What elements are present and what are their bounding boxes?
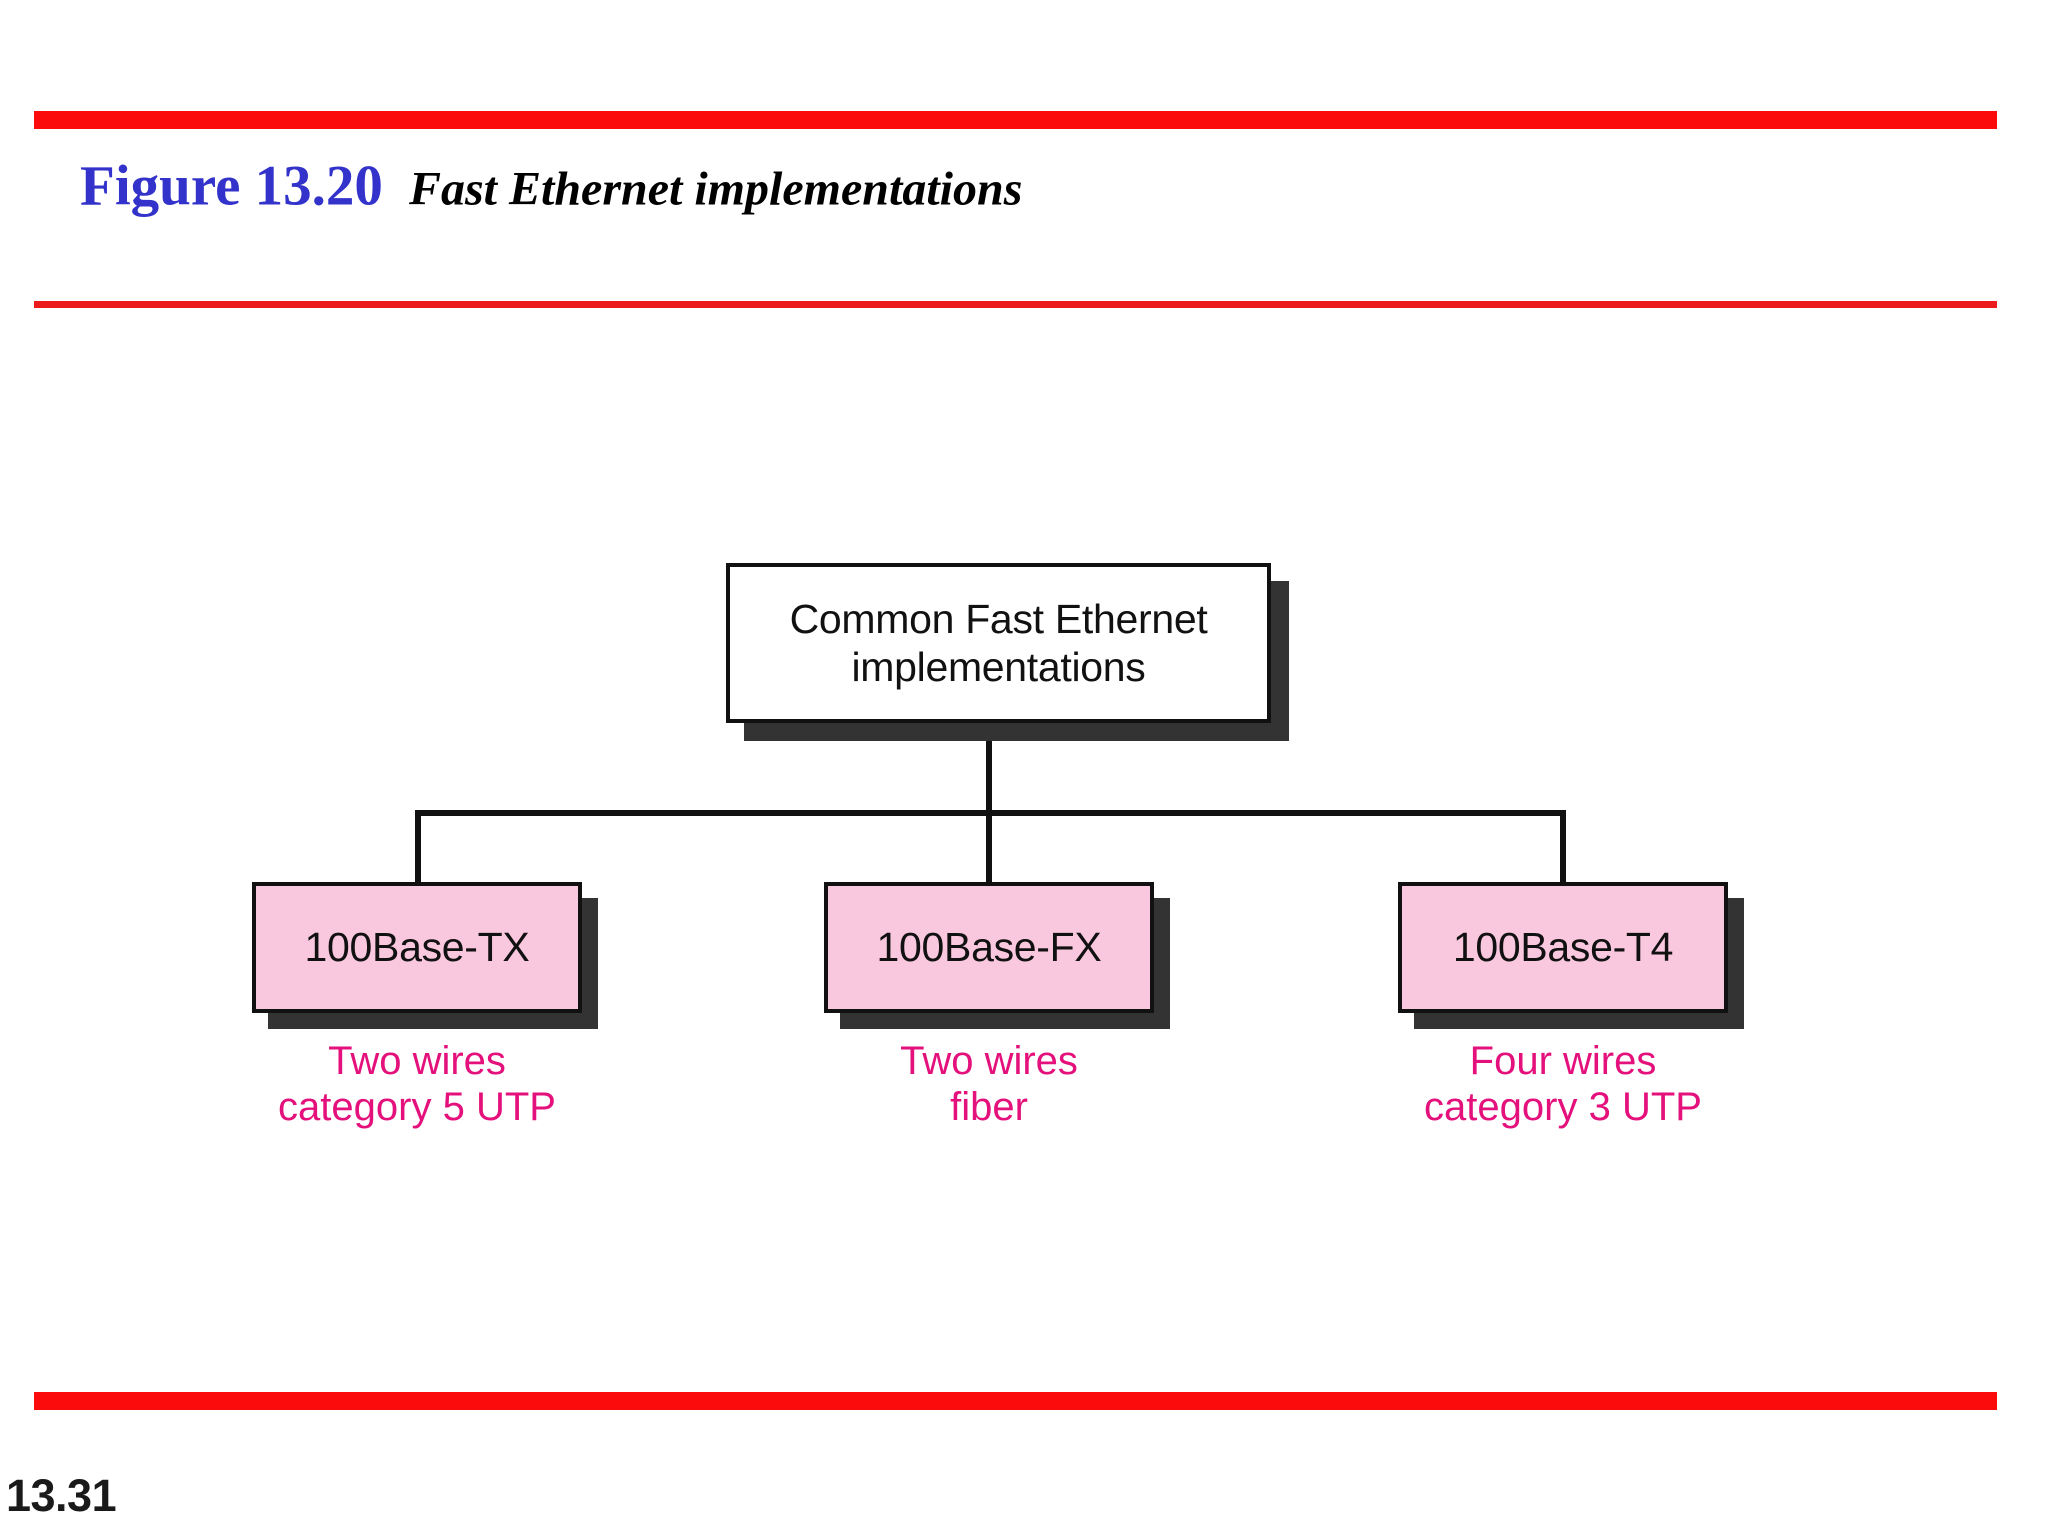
leaf-caption-line2: fiber (950, 1085, 1028, 1129)
connector-drop-left (415, 810, 421, 886)
connector-drop-right (1560, 810, 1566, 886)
connector-drop-middle (986, 810, 992, 886)
root-node-label-line2: implementations (851, 644, 1146, 690)
leaf-node-label: 100Base-TX (304, 924, 530, 971)
leaf-node-label: 100Base-FX (876, 924, 1102, 971)
leaf-node-100base-tx[interactable]: 100Base-TX (252, 882, 582, 1013)
figure-caption: Fast Ethernet implementations (408, 162, 1023, 216)
leaf-caption-100base-t4: Four wires category 3 UTP (1353, 1038, 1773, 1130)
leaf-caption-100base-tx: Two wires category 5 UTP (207, 1038, 627, 1130)
connector-root-stem (986, 722, 992, 816)
leaf-caption-line2: category 5 UTP (278, 1085, 556, 1129)
top-red-rule (34, 111, 1997, 129)
root-node-label-line1: Common Fast Ethernet (789, 595, 1208, 642)
title-underline-rule (34, 301, 1997, 308)
figure-label: Figure 13.20 (80, 154, 383, 218)
leaf-node-100base-t4[interactable]: 100Base-T4 (1398, 882, 1728, 1013)
leaf-node-100base-fx[interactable]: 100Base-FX (824, 882, 1154, 1013)
leaf-caption-100base-fx: Two wires fiber (779, 1038, 1199, 1130)
leaf-caption-line2: category 3 UTP (1424, 1085, 1702, 1129)
bottom-red-rule (34, 1392, 1997, 1410)
root-node[interactable]: Common Fast Ethernet implementations (726, 563, 1271, 723)
leaf-node-label: 100Base-T4 (1452, 924, 1674, 971)
leaf-caption-line1: Four wires (1469, 1039, 1657, 1083)
root-node-label: Common Fast Ethernet implementations (790, 595, 1208, 692)
page-title: Figure 13.20 Fast Ethernet implementation… (80, 154, 1022, 219)
leaf-caption-line1: Two wires (900, 1039, 1078, 1083)
leaf-caption-line1: Two wires (328, 1039, 506, 1083)
page-number: 13.31 (6, 1470, 117, 1521)
